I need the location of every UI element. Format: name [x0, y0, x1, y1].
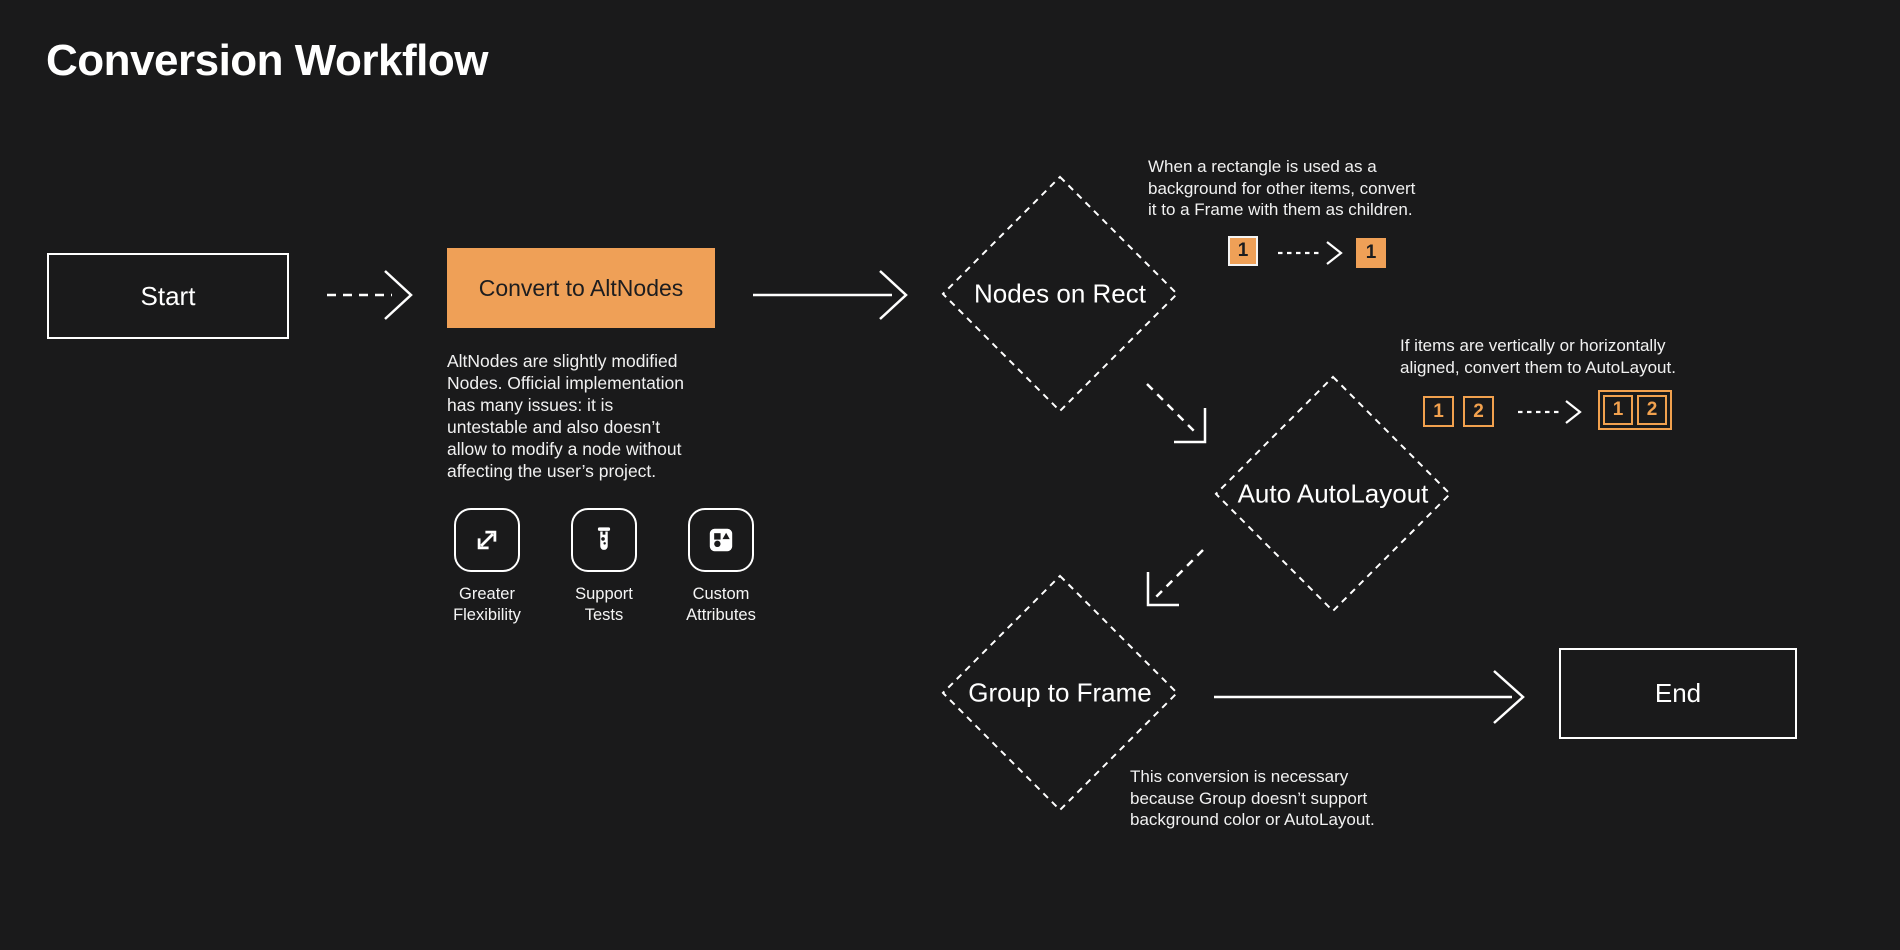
arrow-head: [1493, 670, 1525, 724]
frame-item-after-digit: 1: [1365, 242, 1377, 263]
autolayout-digit: 2: [1646, 399, 1658, 420]
altnodes-description: AltNodes are slightly modified Nodes. Of…: [447, 351, 685, 481]
feature-label: Support Tests: [575, 585, 633, 624]
start-node-label: Start: [140, 280, 196, 311]
end-node: End: [1559, 648, 1797, 739]
frame-item-after: 1: [1356, 238, 1386, 268]
autolayout-digit: 2: [1473, 400, 1484, 422]
autolayout-item-2-after: 2: [1637, 395, 1667, 425]
diamond-nodes-on-rect: [941, 175, 1179, 413]
autolayout-digit: 1: [1433, 400, 1444, 422]
arrow-auto-autolayout-to-group-to-frame: [1146, 549, 1204, 607]
arrow-nodes-on-rect-to-auto-autolayout: [1146, 383, 1207, 444]
group-to-frame-label: Group to Frame: [968, 677, 1152, 708]
auto-autolayout-label: Auto AutoLayout: [1237, 478, 1429, 509]
arrow-autolayout-annotation: [1518, 400, 1582, 424]
arrow-head: [1146, 572, 1179, 607]
feature-support-tests: Support Tests: [558, 508, 650, 626]
arrow-group-to-frame-to-end: [1214, 670, 1525, 724]
convert-to-altnodes-label: Convert to AltNodes: [478, 274, 684, 301]
feature-label: Custom Attributes: [686, 585, 756, 624]
feature-label: Greater Flexibility: [453, 585, 521, 624]
arrow-line: [1146, 383, 1198, 435]
autolayout-item-1-before: 1: [1423, 396, 1454, 427]
convert-to-altnodes-node: Convert to AltNodes: [447, 248, 715, 328]
test-tube-icon: [571, 508, 637, 572]
diamond-auto-autolayout: [1214, 375, 1452, 613]
arrow-head: [1565, 400, 1582, 424]
feature-custom-attributes: Custom Attributes: [675, 508, 767, 626]
altnodes-feature-list: Greater Flexibility Support Tests: [441, 508, 767, 626]
autolayout-digit: 1: [1612, 399, 1624, 420]
page-title: Conversion Workflow: [46, 36, 488, 85]
arrow-line: [1154, 549, 1204, 599]
arrow-convert-to-nodes-on-rect: [753, 270, 908, 320]
diamond-group-to-frame: [941, 574, 1179, 812]
start-node: Start: [47, 253, 289, 339]
expand-arrows-icon: [454, 508, 520, 572]
rect-item-before-digit: 1: [1237, 240, 1249, 261]
arrow-head: [1326, 241, 1343, 265]
autolayout-item-2-before: 2: [1463, 396, 1494, 427]
nodes-on-rect-annotation: When a rectangle is used as a background…: [1148, 157, 1416, 219]
autolayout-group-after: 1 2: [1598, 390, 1672, 430]
autolayout-item-1-after: 1: [1603, 395, 1633, 425]
feature-greater-flexibility: Greater Flexibility: [441, 508, 533, 626]
arrow-head: [1174, 408, 1207, 444]
arrow-head: [384, 270, 413, 320]
auto-autolayout-annotation: If items are vertically or horizontally …: [1400, 336, 1676, 377]
end-node-label: End: [1654, 678, 1702, 708]
arrow-head: [879, 270, 908, 320]
nodes-on-rect-label: Nodes on Rect: [974, 278, 1146, 309]
shapes-icon: [688, 508, 754, 572]
arrow-start-to-convert: [327, 270, 413, 320]
group-to-frame-annotation: This conversion is necessary because Gro…: [1130, 767, 1375, 829]
arrow-rect-annotation: [1278, 241, 1343, 265]
rect-item-before: 1: [1228, 236, 1258, 266]
